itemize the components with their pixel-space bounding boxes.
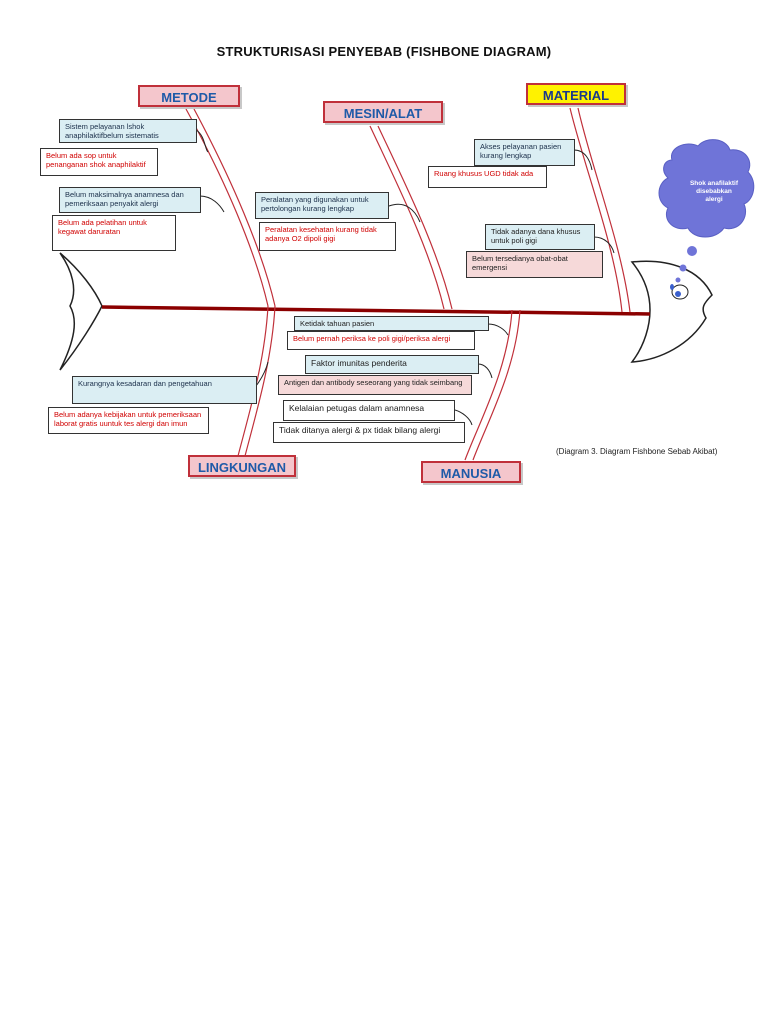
category-metode: METODE xyxy=(138,85,240,107)
category-mesin: MESIN/ALAT xyxy=(323,101,443,123)
cause-box: Tidak adanya dana khusus untuk poli gigi xyxy=(485,224,595,250)
fish-tear xyxy=(670,284,674,290)
bone-manusia xyxy=(464,309,513,461)
cause-box: Ruang khusus UGD tidak ada xyxy=(428,166,547,188)
cause-box: Sistem pelayanan lshok anaphilaktifbelum… xyxy=(59,119,197,143)
category-manusia: MANUSIA xyxy=(421,461,521,483)
bone-mesin xyxy=(369,125,445,310)
cause-box: Belum adanya kebijakan untuk pemeriksaan… xyxy=(48,407,209,434)
cause-box: Peralatan yang digunakan untuk pertolong… xyxy=(255,192,389,219)
bone-metode xyxy=(185,108,269,307)
bubble xyxy=(679,264,687,272)
effect-label: Shok anafilaktif disebabkan alergi xyxy=(689,180,739,203)
category-lingkungan: LINGKUNGAN xyxy=(188,455,296,477)
cause-box: Peralatan kesehatan kurang tidak adanya … xyxy=(259,222,396,251)
spine xyxy=(101,305,651,316)
bubble xyxy=(675,277,681,283)
fish-head xyxy=(630,260,713,363)
page-title: STRUKTURISASI PENYEBAB (FISHBONE DIAGRAM… xyxy=(216,44,552,59)
cause-box: Faktor imunitas penderita xyxy=(305,355,479,374)
cause-box: Antigen dan antibody seseorang yang tida… xyxy=(278,375,472,395)
effect-cloud xyxy=(658,139,755,238)
bone-material xyxy=(569,107,623,313)
bubble xyxy=(687,246,697,256)
cause-box: Belum maksimalnya anamnesa dan pemeriksa… xyxy=(59,187,201,213)
cause-box: Tidak ditanya alergi & px tidak bilang a… xyxy=(273,422,465,443)
cause-box: Ketidak tahuan pasien xyxy=(294,316,489,331)
cause-box: Belum pernah periksa ke poli gigi/periks… xyxy=(287,331,475,350)
category-material: MATERIAL xyxy=(526,83,626,105)
cause-box: Kelalaian petugas dalam anamnesa xyxy=(283,400,455,421)
cause-box: Belum tersedianya obat-obat emergensi xyxy=(466,251,603,278)
cause-box: Akses pelayanan pasien kurang lengkap xyxy=(474,139,575,166)
figure-caption: (Diagram 3. Diagram Fishbone Sebab Akiba… xyxy=(556,447,718,456)
cause-box: Kurangnya kesadaran dan pengetahuan xyxy=(72,376,257,404)
cause-box: Belum ada pelatihan untuk kegawat darura… xyxy=(52,215,176,251)
fish-tail xyxy=(59,252,103,371)
cause-box: Belum ada sop untuk penanganan shok anap… xyxy=(40,148,158,176)
